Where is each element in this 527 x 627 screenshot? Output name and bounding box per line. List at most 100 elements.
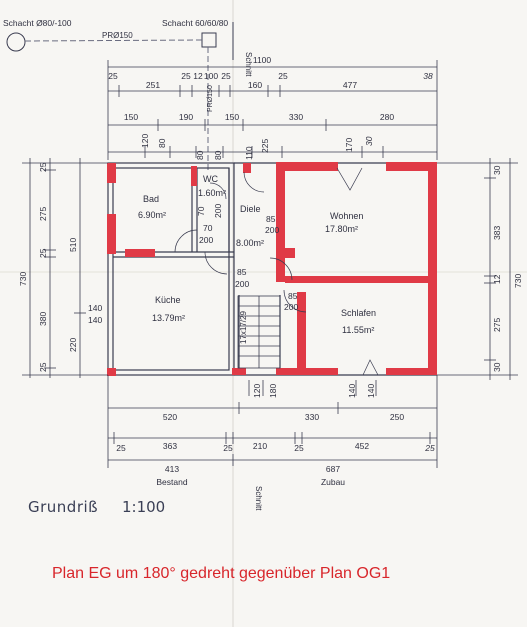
right-dimension-chains bbox=[437, 158, 518, 380]
dim-label: 190 bbox=[179, 112, 193, 122]
dim-label: 140 bbox=[347, 384, 357, 398]
existing-label: Bestand bbox=[156, 477, 187, 487]
room-area-wc: 1.60m² bbox=[198, 188, 226, 198]
dim-label: 140 bbox=[88, 315, 102, 325]
dim-label: 25 bbox=[38, 248, 48, 258]
stair-label: 17x17/29 bbox=[239, 311, 248, 344]
plan-scale: 1:100 bbox=[122, 498, 166, 516]
dim-label: 25 bbox=[181, 71, 191, 81]
dim-label: 1100 bbox=[253, 55, 272, 65]
dim-label: 25 bbox=[116, 443, 126, 453]
dim-label: 25 bbox=[108, 71, 118, 81]
dim-label: 25 bbox=[223, 443, 233, 453]
left-dimension-labels: 25 275 25 510 730 380 25 220 140 140 bbox=[18, 162, 102, 372]
room-area-diele: 8.00m² bbox=[236, 238, 264, 248]
dim-label: 170 bbox=[344, 138, 354, 152]
dim-label: 120 bbox=[252, 384, 262, 398]
dim-label: 200 bbox=[199, 235, 213, 245]
dim-label: 30 bbox=[364, 136, 374, 146]
room-name-bad: Bad bbox=[143, 194, 159, 204]
pipe-line bbox=[24, 39, 203, 42]
dim-label: 25 bbox=[294, 443, 304, 453]
dim-label: 85 bbox=[288, 291, 298, 301]
dim-label: 30 bbox=[492, 165, 502, 175]
section-label-top: Schnitt bbox=[244, 52, 253, 77]
dim-label: 25 bbox=[278, 71, 288, 81]
dim-label: 275 bbox=[492, 318, 502, 332]
dim-label: 520 bbox=[163, 412, 177, 422]
dim-label: 330 bbox=[289, 112, 303, 122]
square-shaft-icon bbox=[201, 32, 217, 48]
room-name-wc: WC bbox=[203, 174, 218, 184]
dim-label: 140 bbox=[88, 303, 102, 313]
round-shaft-icon bbox=[6, 32, 26, 52]
plan-title: Grundriß bbox=[28, 498, 99, 516]
dim-label: 363 bbox=[163, 441, 177, 451]
door-swings bbox=[174, 167, 379, 376]
dim-label: 80 bbox=[213, 150, 223, 160]
dim-label: 12 bbox=[193, 71, 203, 81]
dim-label: 25 bbox=[221, 71, 231, 81]
room-area-wohnen: 17.80m² bbox=[325, 224, 358, 234]
dim-label: 510 bbox=[68, 238, 78, 252]
dim-label: 120 bbox=[140, 134, 150, 148]
dim-label: 25 bbox=[424, 443, 435, 453]
dim-label: 280 bbox=[380, 112, 394, 122]
dim-label: 110 bbox=[244, 146, 254, 160]
dim-label: 200 bbox=[284, 302, 298, 312]
dim-label: 477 bbox=[343, 80, 357, 90]
dim-label: 80 bbox=[157, 138, 167, 148]
dim-label: 210 bbox=[253, 441, 267, 451]
dim-label: 70 bbox=[203, 223, 213, 233]
dim-label: 687 bbox=[326, 464, 340, 474]
extension-label: Zubau bbox=[321, 477, 345, 487]
dim-label: 25 bbox=[38, 362, 48, 372]
room-labels: Bad 6.90m² WC 1.60m² Diele 8.00m² Wohnen… bbox=[138, 174, 376, 344]
dim-label: 85 bbox=[237, 267, 247, 277]
room-area-bad: 6.90m² bbox=[138, 210, 166, 220]
dim-label: 30 bbox=[492, 362, 502, 372]
dim-label: 70 bbox=[196, 206, 206, 216]
dim-label: 330 bbox=[305, 412, 319, 422]
shaft-label-right: Schacht 60/60/80 bbox=[162, 18, 228, 28]
dim-label: 275 bbox=[38, 207, 48, 221]
dim-label: 200 bbox=[213, 204, 223, 218]
staircase bbox=[237, 295, 281, 369]
new-walls bbox=[107, 162, 437, 376]
dim-label: 150 bbox=[124, 112, 138, 122]
room-name-schlafen: Schlafen bbox=[341, 308, 376, 318]
dim-label: 180 bbox=[268, 384, 278, 398]
dim-label: 85 bbox=[266, 214, 276, 224]
dim-label: 383 bbox=[492, 226, 502, 240]
room-name-diele: Diele bbox=[240, 204, 261, 214]
room-name-wohnen: Wohnen bbox=[330, 211, 363, 221]
dim-label: 730 bbox=[513, 274, 523, 288]
dim-label: 413 bbox=[165, 464, 179, 474]
top-dimension-chains bbox=[107, 60, 438, 160]
dim-label: 225 bbox=[260, 139, 270, 153]
dim-label: 380 bbox=[38, 312, 48, 326]
dim-label: 200 bbox=[265, 225, 279, 235]
dim-label: 452 bbox=[355, 441, 369, 451]
rotation-note: Plan EG um 180° gedreht gegenüber Plan O… bbox=[52, 565, 391, 582]
bottom-dimension-labels: 120 180 140 140 520 330 250 25 363 25 21… bbox=[116, 384, 435, 487]
dim-label: 730 bbox=[18, 272, 28, 286]
right-dimension-labels: 30 383 12 730 275 30 bbox=[492, 165, 523, 372]
dim-label: 100 bbox=[204, 71, 218, 81]
section-label-bottom: Schnitt bbox=[254, 486, 263, 511]
dim-label: 140 bbox=[366, 384, 376, 398]
dim-label: 250 bbox=[390, 412, 404, 422]
room-name-kueche: Küche bbox=[155, 295, 181, 305]
left-dimension-chains bbox=[22, 158, 108, 378]
top-dimension-labels: 1100 25 251 25 12 100 25 160 25 477 38 1… bbox=[108, 55, 433, 160]
dim-label: 12 bbox=[492, 274, 502, 284]
dim-label: 251 bbox=[146, 80, 160, 90]
pipe-label: PRØ150 bbox=[102, 31, 133, 40]
room-area-kueche: 13.79m² bbox=[152, 313, 185, 323]
room-area-schlafen: 11.55m² bbox=[342, 325, 374, 335]
dim-label: 150 bbox=[225, 112, 239, 122]
shaft-label-left: Schacht Ø80/-100 bbox=[3, 18, 72, 28]
dim-label: 220 bbox=[68, 338, 78, 352]
dim-label: 25 bbox=[38, 162, 48, 172]
